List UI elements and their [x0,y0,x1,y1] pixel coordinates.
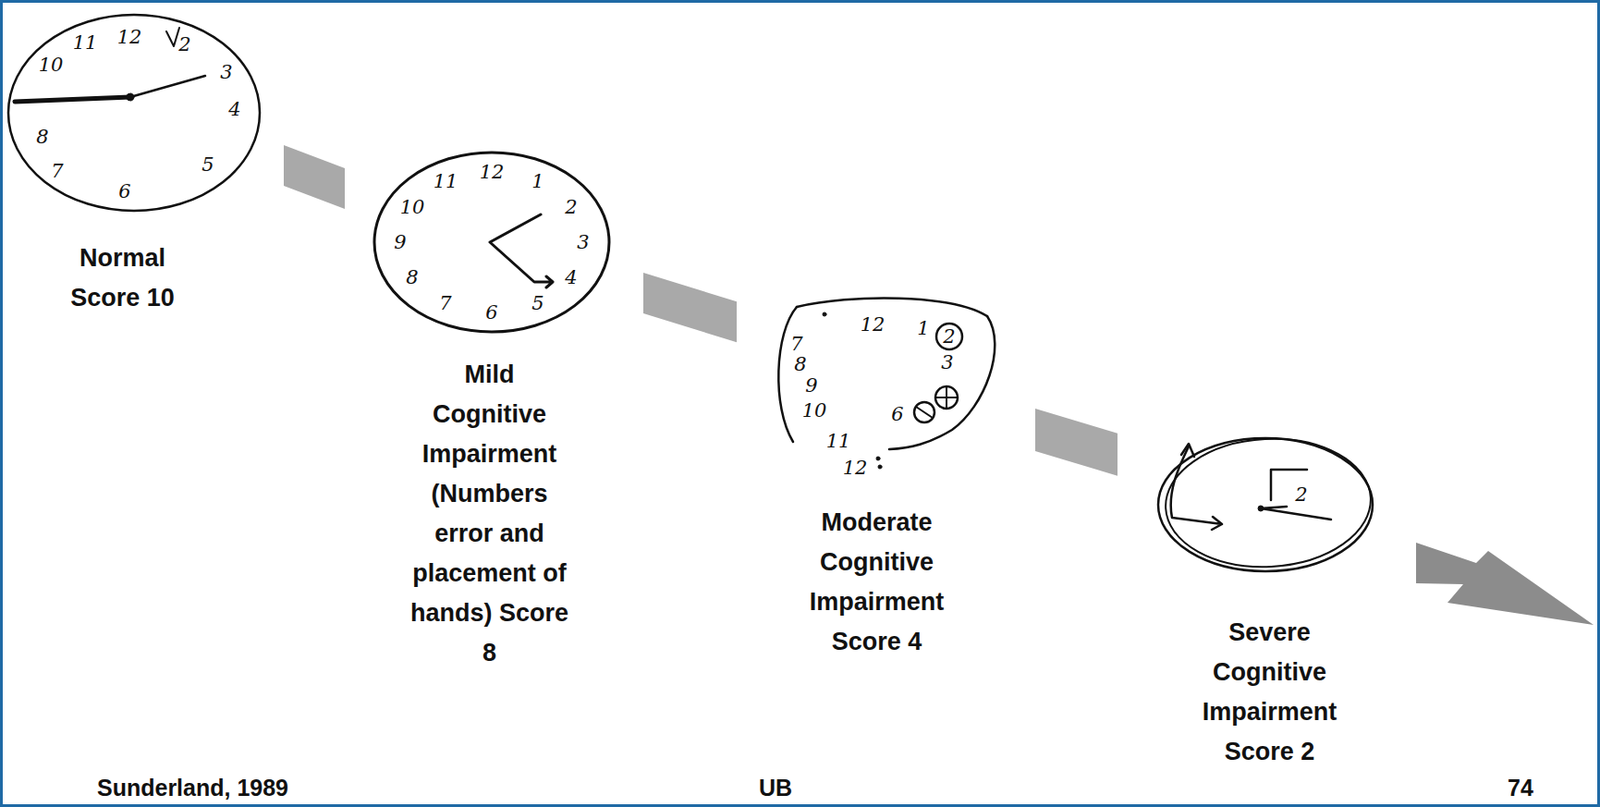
clock-numeral: 2 [564,197,577,218]
citation: Sunderland, 1989 [97,776,289,800]
clock-center [1258,505,1264,512]
clock-numeral: 8 [405,268,418,288]
clock-hand [489,214,553,288]
page-number: 74 [1507,776,1534,800]
scribble-arrow [1181,443,1195,457]
clock-numeral: 11 [433,171,459,192]
clock-numeral: 12 [860,315,886,335]
clock-numeral: 9 [805,376,818,396]
clock-numeral: 12 [479,162,505,183]
stage-caption: Normal Score 10 [41,238,204,318]
clock-numeral: 5 [201,155,214,175]
progression-bar [283,145,345,209]
footer-text: UB [758,776,793,800]
clock-face [889,316,995,450]
dot [878,464,882,469]
clock-numeral: 4 [564,268,577,288]
clock-numeral: 2 [1294,485,1307,505]
clock-numeral: 1 [531,171,544,192]
clock-numeral: 6 [485,303,498,323]
clock-numeral: 7 [790,334,803,355]
tick-mark [166,27,180,47]
clock-numeral: 6 [118,182,131,202]
clock-face [374,152,610,332]
clock-numeral: 10 [400,197,426,218]
clock-numeral: 10 [38,55,64,75]
clock-numeral: 7 [439,293,452,314]
clock-face [8,14,260,211]
clock-numeral: 8 [793,354,807,375]
clock-numeral: 11 [73,33,98,53]
scribble-circle [936,323,963,350]
clock-numeral: 4 [228,99,241,120]
clock-numeral: 9 [393,232,406,253]
clock-numeral: 10 [802,401,828,421]
clock-numeral: 6 [891,404,904,425]
clock-hand [130,75,206,98]
clock-hand [1260,506,1332,520]
stage-caption: Severe Cognitive Impairment Score 2 [1188,612,1351,772]
clock-face [1158,438,1373,572]
clock-numeral: 11 [826,431,852,452]
stage-caption: Mild Cognitive Impairment (Numbers error… [408,354,571,673]
clock-numeral: 2 [178,35,191,55]
progression-bar [1035,408,1118,477]
clock-center [126,93,135,101]
clock-numeral: 3 [576,232,589,253]
stage-node: Mild Cognitive Impairment (Numbers error… [365,152,620,679]
clock-numeral: 12 [842,458,868,478]
clock-numeral: 5 [531,293,544,314]
clock-numeral: 8 [36,127,49,147]
clock-numeral: 7 [50,161,63,182]
clock-numeral: 12 [117,27,143,48]
stage-caption: Moderate Cognitive Impairment Score 4 [795,502,958,662]
dot [876,456,880,461]
clock-numeral: 3 [219,62,233,83]
stage-node: Severe Cognitive Impairment Score 2 [1150,434,1382,778]
clock-face [796,298,988,317]
scribble-circle [935,386,958,409]
scribble-cross [916,406,933,418]
clock-face [1162,433,1375,572]
scribble-arrow [1171,446,1222,530]
clock-face [778,306,797,442]
dot [822,312,827,317]
progression-bar [643,272,737,342]
clock-numeral: 1 [916,318,929,339]
clock-numeral: 2 [942,327,955,347]
scribble-cross [935,386,958,409]
clock-hand [14,97,131,102]
scribble-circle [914,402,935,423]
clock-numeral: 3 [940,353,953,373]
progression-arrow [1416,542,1594,625]
